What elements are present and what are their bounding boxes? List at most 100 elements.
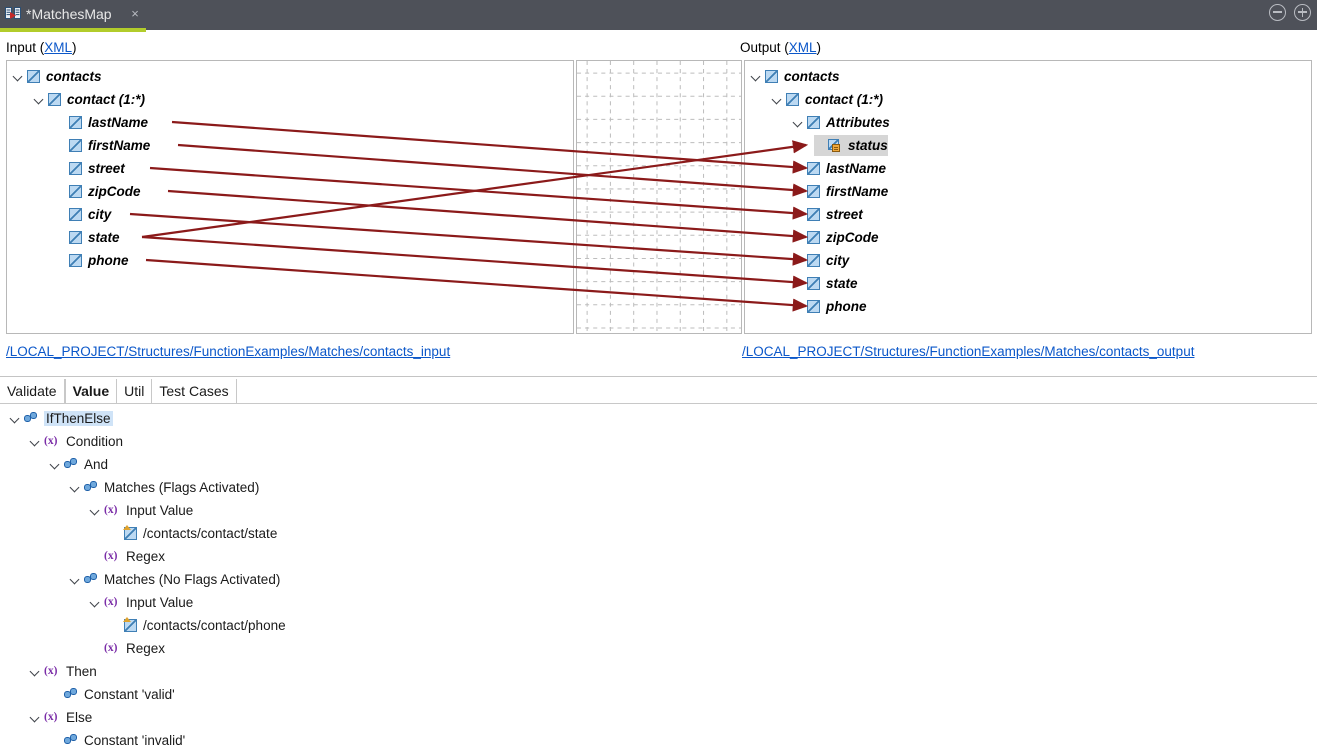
function-tree-node-constant-invalid[interactable]: Constant 'invalid' — [50, 729, 185, 752]
chevron-down-icon[interactable] — [50, 459, 61, 470]
chevron-down-icon[interactable] — [90, 505, 101, 516]
function-tree-node-input-value[interactable]: (x)Input Value — [90, 591, 193, 614]
tree-node-label: contacts — [784, 69, 840, 84]
function-tree-label: Else — [66, 710, 93, 725]
tab-value[interactable]: Value — [64, 379, 118, 403]
tree-spacer — [55, 186, 66, 197]
close-icon[interactable]: × — [131, 6, 139, 21]
function-tree-node-contacts-contact-state[interactable]: /contacts/contact/state — [110, 522, 277, 545]
input-tree-node-contacts[interactable]: contacts — [13, 66, 102, 87]
output-tree-node-phone[interactable]: phone — [793, 296, 867, 317]
output-panel-label: Output (XML) — [740, 40, 821, 55]
chevron-down-icon[interactable] — [793, 117, 804, 128]
function-tree-label: And — [84, 457, 109, 472]
function-tree-node-constant-valid[interactable]: Constant 'valid' — [50, 683, 175, 706]
output-tree-node-status[interactable]: status — [814, 135, 888, 156]
function-tree-node-then[interactable]: (x)Then — [30, 660, 97, 683]
input-tree-node-firstname[interactable]: firstName — [55, 135, 150, 156]
tree-spacer — [50, 735, 61, 746]
maximize-icon[interactable] — [1294, 4, 1311, 21]
chevron-down-icon[interactable] — [13, 71, 24, 82]
mapping-link-canvas[interactable] — [576, 60, 742, 334]
tree-spacer — [55, 117, 66, 128]
chevron-down-icon[interactable] — [30, 436, 41, 447]
output-tree-node-street[interactable]: street — [793, 204, 863, 225]
output-path-link[interactable]: /LOCAL_PROJECT/Structures/FunctionExampl… — [742, 344, 1195, 359]
input-path-link[interactable]: /LOCAL_PROJECT/Structures/FunctionExampl… — [6, 344, 451, 359]
function-tree-node-contacts-contact-phone[interactable]: /contacts/contact/phone — [110, 614, 286, 637]
window-titlebar: *MatchesMap × — [0, 0, 1317, 32]
output-tree-node-attributes[interactable]: Attributes — [793, 112, 890, 133]
tree-node-label: state — [88, 230, 120, 245]
element-icon — [69, 208, 82, 221]
input-tree-node-contact-1[interactable]: contact (1:*) — [34, 89, 145, 110]
chevron-down-icon[interactable] — [70, 574, 81, 585]
function-tree-node-else[interactable]: (x) Else — [30, 706, 92, 729]
tree-node-label: phone — [88, 253, 129, 268]
chevron-down-icon[interactable] — [30, 666, 41, 677]
output-tree-node-contact-1[interactable]: contact (1:*) — [772, 89, 883, 110]
chevron-down-icon[interactable] — [70, 482, 81, 493]
expression-icon: (x) — [104, 550, 118, 562]
element-icon — [807, 231, 820, 244]
element-icon — [69, 231, 82, 244]
chevron-down-icon[interactable] — [10, 413, 21, 424]
element-icon — [786, 93, 799, 106]
tree-spacer — [90, 643, 101, 654]
function-tree-node-ifthenelse[interactable]: IfThenElse — [10, 407, 113, 430]
output-label-suffix: ) — [816, 40, 822, 55]
input-tree-node-state[interactable]: state — [55, 227, 120, 248]
chevron-down-icon[interactable] — [751, 71, 762, 82]
output-tree-node-contacts[interactable]: contacts — [751, 66, 840, 87]
minimize-icon[interactable] — [1269, 4, 1286, 21]
function-tree-label: Condition — [66, 434, 124, 449]
chevron-down-icon[interactable] — [34, 94, 45, 105]
output-tree-node-city[interactable]: city — [793, 250, 849, 271]
tree-node-label: state — [826, 276, 858, 291]
tab-util[interactable]: Util — [117, 379, 153, 403]
tree-node-label: city — [826, 253, 850, 268]
chevron-down-icon[interactable] — [30, 712, 41, 723]
editor-tab-matchesmap[interactable]: *MatchesMap — [0, 0, 146, 28]
tab-test-cases[interactable]: Test Cases — [152, 379, 237, 403]
output-tree-node-lastname[interactable]: lastName — [793, 158, 886, 179]
expression-icon: (x) — [104, 596, 118, 608]
function-tree-label: Constant 'valid' — [84, 687, 175, 702]
tab-validate[interactable]: Validate — [0, 379, 65, 403]
chevron-down-icon[interactable] — [772, 94, 783, 105]
function-tree-node-regex[interactable]: (x)Regex — [90, 637, 165, 660]
tree-node-label: Attributes — [826, 115, 890, 130]
tree-node-label: contact (1:*) — [805, 92, 884, 107]
function-tree-node-and[interactable]: And — [50, 453, 108, 476]
output-xml-link[interactable]: XML — [788, 40, 817, 55]
tree-spacer — [55, 255, 66, 266]
window-controls — [1269, 4, 1311, 21]
output-tree-node-zipcode[interactable]: zipCode — [793, 227, 879, 248]
function-icon — [24, 412, 39, 425]
input-xml-link[interactable]: XML — [44, 40, 73, 55]
function-tree-label: Regex — [126, 549, 166, 564]
chevron-down-icon[interactable] — [90, 597, 101, 608]
function-tree-node-input-value[interactable]: (x)Input Value — [90, 499, 193, 522]
expression-icon: (x) — [44, 711, 58, 723]
tree-node-label: phone — [826, 299, 867, 314]
input-tree-node-phone[interactable]: phone — [55, 250, 129, 271]
output-tree-node-state[interactable]: state — [793, 273, 858, 294]
output-tree-node-firstname[interactable]: firstName — [793, 181, 888, 202]
function-tree-node-matches-no-flags-activated[interactable]: Matches (No Flags Activated) — [70, 568, 280, 591]
tree-spacer — [55, 163, 66, 174]
input-tree-node-zipcode[interactable]: zipCode — [55, 181, 141, 202]
xpath-icon — [123, 617, 137, 632]
function-tree-node-matches-flags-activated[interactable]: Matches (Flags Activated) — [70, 476, 259, 499]
function-tree-node-regex[interactable]: (x) Regex — [90, 545, 165, 568]
input-tree-node-street[interactable]: street — [55, 158, 125, 179]
function-tree-node-condition[interactable]: (x)Condition — [30, 430, 123, 453]
input-tree-node-lastname[interactable]: lastName — [55, 112, 148, 133]
input-tree-node-city[interactable]: city — [55, 204, 111, 225]
element-icon — [807, 185, 820, 198]
function-tree-label: Then — [66, 664, 97, 679]
